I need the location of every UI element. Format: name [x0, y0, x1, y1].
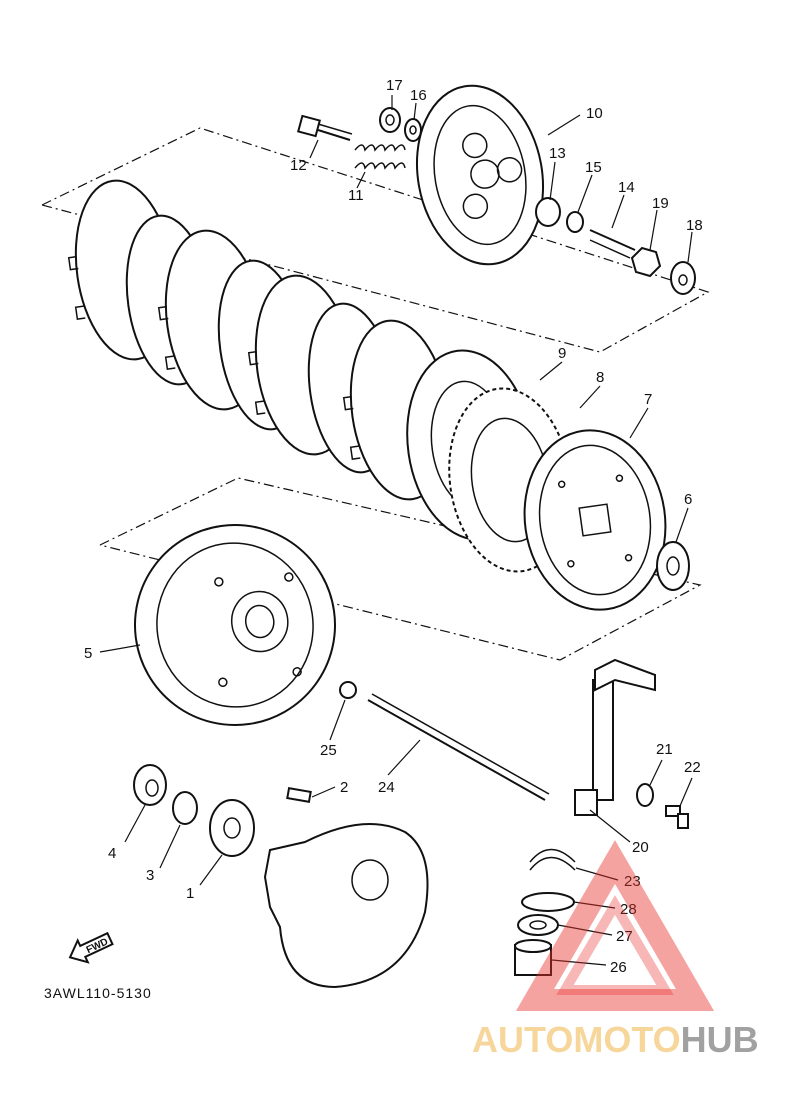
label-7: 7 [644, 391, 652, 408]
part-24-push-rod [367, 693, 550, 801]
fwd-arrow-icon: FWD [68, 931, 114, 964]
part-1-primary-drive-gear [209, 799, 255, 857]
part-15-o-ring [566, 211, 584, 233]
part-11-spring [354, 144, 406, 170]
part-26-bushing [514, 939, 552, 976]
part-6-lock-washer [656, 541, 690, 591]
label-11: 11 [348, 187, 364, 204]
label-24: 24 [378, 779, 395, 796]
label-17: 17 [386, 77, 403, 94]
fwd-label: FWD [85, 936, 110, 956]
clutch-plate-stack [67, 179, 451, 501]
part-16-washer [404, 118, 422, 142]
label-10: 10 [586, 105, 603, 122]
label-16: 16 [410, 87, 427, 104]
label-27: 27 [616, 928, 633, 945]
label-12: 12 [290, 157, 307, 174]
watermark-triangle-icon [515, 840, 715, 1011]
label-5: 5 [84, 645, 92, 662]
part-10-pressure-plate-top [415, 84, 545, 266]
label-14: 14 [618, 179, 635, 196]
watermark-brand-part1: AUTOMOTO [472, 1019, 681, 1060]
part-18-washer [670, 261, 696, 295]
label-22: 22 [684, 759, 701, 776]
part-27-oil-seal [517, 914, 559, 936]
part-20-push-lever-shaft [574, 658, 656, 816]
label-1: 1 [186, 885, 194, 902]
label-6: 6 [684, 491, 692, 508]
part-3-lock-washer [172, 791, 198, 825]
watermark-brand: AUTOMOTOHUB [472, 1019, 759, 1060]
label-25: 25 [320, 742, 337, 759]
part-7-pressure-plate [523, 429, 667, 611]
part-17-nut [379, 107, 401, 133]
part-21-washer [636, 783, 654, 807]
label-21: 21 [656, 741, 673, 758]
label-28: 28 [620, 901, 637, 918]
part-labels: 17 16 10 12 11 13 15 14 19 18 9 8 7 6 5 … [84, 77, 703, 976]
part-28-circlip [521, 892, 575, 912]
part-25-ball [339, 681, 357, 699]
part-13-bearing [535, 197, 561, 227]
label-2: 2 [340, 779, 348, 796]
label-13: 13 [549, 145, 566, 162]
label-20: 20 [632, 839, 649, 856]
watermark-brand-part2: HUB [681, 1019, 759, 1060]
label-19: 19 [652, 195, 669, 212]
label-26: 26 [610, 959, 627, 976]
diagram-code: 3AWL110-5130 [44, 985, 152, 1001]
label-18: 18 [686, 217, 703, 234]
upper-projection-frame [41, 127, 710, 353]
label-23: 23 [624, 873, 641, 890]
crankshaft-outline [263, 823, 429, 989]
lower-projection-frame [99, 477, 702, 661]
part-19-nut [630, 246, 662, 278]
label-9: 9 [558, 345, 566, 362]
part-12-bolt [297, 114, 353, 141]
part-22-bolt [665, 805, 689, 829]
part-4-washer [133, 764, 167, 806]
leader-lines [99, 95, 693, 966]
part-2-key [286, 787, 312, 803]
label-4: 4 [108, 845, 116, 862]
label-15: 15 [585, 159, 602, 176]
part-23-spring [529, 848, 576, 871]
part-5-clutch-housing [134, 524, 336, 726]
part-14-push-rod-adjuster [589, 229, 636, 259]
label-3: 3 [146, 867, 154, 884]
label-8: 8 [596, 369, 604, 386]
